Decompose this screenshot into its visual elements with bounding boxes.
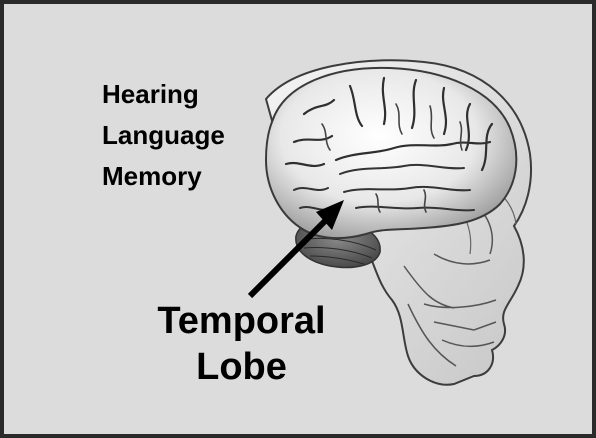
- label-line2: Lobe: [134, 344, 349, 390]
- label-line1: Temporal: [134, 298, 349, 344]
- brain: [266, 68, 516, 238]
- temporal-lobe-label: Temporal Lobe: [134, 298, 349, 390]
